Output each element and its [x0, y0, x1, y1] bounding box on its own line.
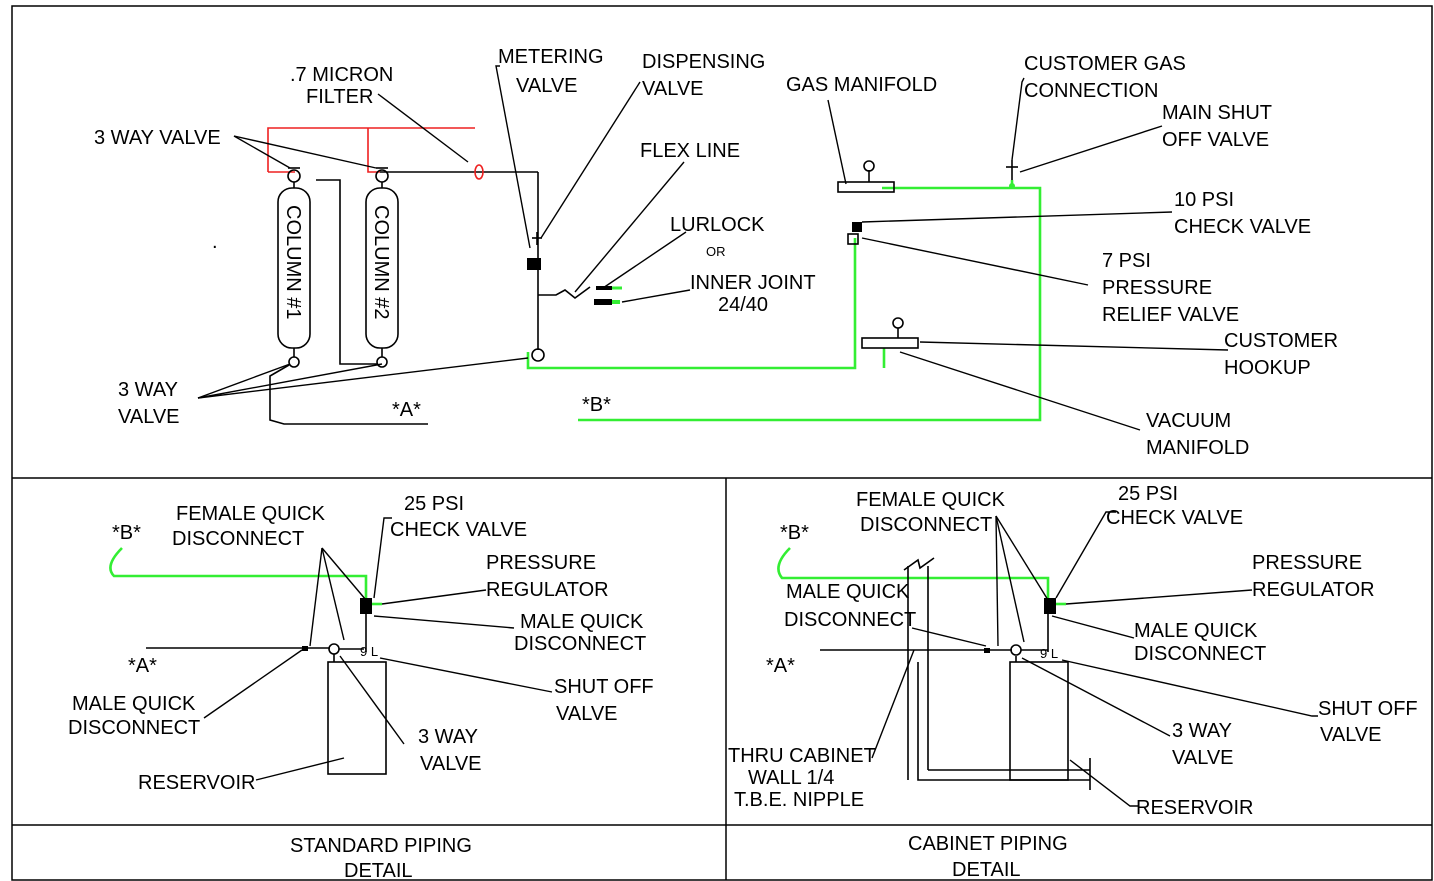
vacuum-manifold-symbol: [861, 317, 919, 349]
std-pressure-regulator-label: PRESSURE: [486, 552, 596, 574]
cab-marker-b-label: *B*: [780, 522, 809, 544]
cab-check-valve-label: 25 PSI: [1118, 483, 1178, 505]
inner-joint-label: 24/40: [718, 294, 768, 316]
svg-text:.: .: [212, 231, 218, 253]
three-way-valve-bottom-label: VALVE: [118, 406, 180, 428]
cab-thru-cabinet-label: T.B.E. NIPPLE: [734, 789, 864, 811]
dispensing-valve-label: VALVE: [642, 78, 704, 100]
diagram-frame: [11, 5, 1433, 881]
std-caption: STANDARD PIPING: [290, 835, 472, 857]
cab-female-qd-label: FEMALE QUICK: [856, 489, 1006, 511]
relief-valve-7psi-label: RELIEF VALVE: [1102, 304, 1239, 326]
column-2: [365, 167, 399, 368]
cab-pressure-regulator-label: PRESSURE: [1252, 552, 1362, 574]
cabinet-piping-detail: 9 L: [777, 547, 1091, 790]
cabinet-labels: FEMALE QUICK DISCONNECT 25 PSI CHECK VAL…: [728, 483, 1418, 881]
std-check-valve-label: CHECK VALVE: [390, 519, 527, 541]
marker-b-label: *B*: [582, 394, 611, 416]
standard-piping-detail: 9 L: [109, 547, 387, 775]
customer-gas-connection-label: CONNECTION: [1024, 80, 1158, 102]
standard-leaders: [203, 517, 553, 781]
cab-pressure-regulator-label: REGULATOR: [1252, 579, 1375, 601]
marker-a-label: *A*: [392, 399, 421, 421]
column-2-label: COLUMN #2: [370, 205, 392, 319]
std-male-qd-right-label: DISCONNECT: [514, 633, 646, 655]
micron-filter-label: FILTER: [306, 86, 373, 108]
main-shut-off-valve-label: OFF VALVE: [1162, 129, 1269, 151]
cab-three-way-valve-label: 3 WAY: [1172, 720, 1232, 742]
check-valve-10psi-label: 10 PSI: [1174, 189, 1234, 211]
metering-line: [527, 172, 591, 362]
std-male-qd-right-label: MALE QUICK: [520, 611, 644, 633]
std-caption: DETAIL: [344, 860, 413, 881]
metering-valve-label: METERING: [498, 46, 604, 68]
customer-hookup-label: HOOKUP: [1224, 357, 1311, 379]
cab-male-qd-right-label: DISCONNECT: [1134, 643, 1266, 665]
micron-filter-label: .7 MICRON: [290, 64, 393, 86]
relief-valve-7psi-label: PRESSURE: [1102, 277, 1212, 299]
cab-caption: DETAIL: [952, 859, 1021, 881]
cab-thru-cabinet-label: THRU CABINET: [728, 745, 876, 767]
vacuum-manifold-label: MANIFOLD: [1146, 437, 1249, 459]
cab-shut-off-valve-label: VALVE: [1320, 724, 1382, 746]
std-reservoir-label: RESERVOIR: [138, 772, 255, 794]
connectors: [594, 286, 622, 305]
vacuum-manifold-label: VACUUM: [1146, 410, 1231, 432]
cab-thru-cabinet-label: WALL 1/4: [748, 767, 834, 789]
std-check-valve-label: 25 PSI: [404, 493, 464, 515]
cab-reservoir-label: RESERVOIR: [1136, 797, 1253, 819]
std-shut-off-valve-label: SHUT OFF: [554, 676, 654, 698]
top-labels: .7 MICRON FILTER METERING VALVE DISPENSI…: [94, 46, 1338, 459]
cab-caption: CABINET PIPING: [908, 833, 1068, 855]
three-way-valve-bottom-label: 3 WAY: [118, 379, 178, 401]
cab-check-valve-label: CHECK VALVE: [1106, 507, 1243, 529]
lurlock-label: LURLOCK: [670, 214, 765, 236]
metering-valve-label: VALVE: [516, 75, 578, 97]
std-female-qd-label: DISCONNECT: [172, 528, 304, 550]
cab-three-way-valve-label: VALVE: [1172, 747, 1234, 769]
svg-text:9 L: 9 L: [1040, 646, 1058, 661]
cab-male-qd-left-label: DISCONNECT: [784, 609, 916, 631]
standard-labels: FEMALE QUICK DISCONNECT 25 PSI CHECK VAL…: [68, 493, 654, 881]
micron-filter-symbol: [474, 164, 484, 180]
column-1-label: COLUMN #1: [282, 205, 304, 319]
flex-line-label: FLEX LINE: [640, 140, 740, 162]
main-shut-off-valve-label: MAIN SHUT: [1162, 102, 1272, 124]
or-label: OR: [706, 244, 726, 259]
three-way-valve-top-label: 3 WAY VALVE: [94, 127, 221, 149]
std-female-qd-label: FEMALE QUICK: [176, 503, 326, 525]
relief-valve-7psi-label: 7 PSI: [1102, 250, 1151, 272]
std-three-way-valve-label: 3 WAY: [418, 726, 478, 748]
top-leaders: [197, 65, 1229, 431]
std-three-way-valve-label: VALVE: [420, 753, 482, 775]
purifier-columns: COLUMN #1 COLUMN #2 .: [212, 127, 538, 425]
check-valve-10psi-label: CHECK VALVE: [1174, 216, 1311, 238]
std-marker-b-label: *B*: [112, 522, 141, 544]
dispensing-valve-label: DISPENSING: [642, 51, 765, 73]
main-shutoff-symbol: [1006, 160, 1018, 189]
std-pressure-regulator-label: REGULATOR: [486, 579, 609, 601]
inner-joint-label: INNER JOINT: [690, 272, 816, 294]
cab-marker-a-label: *A*: [766, 655, 795, 677]
customer-gas-connection-label: CUSTOMER GAS: [1024, 53, 1186, 75]
std-male-qd-left-label: DISCONNECT: [68, 717, 200, 739]
cab-male-qd-left-label: MALE QUICK: [786, 581, 910, 603]
std-shut-off-valve-label: VALVE: [556, 703, 618, 725]
svg-text:9 L: 9 L: [360, 644, 378, 659]
gas-manifold-symbol: [837, 160, 895, 245]
std-male-qd-left-label: MALE QUICK: [72, 693, 196, 715]
cabinet-leaders: [871, 511, 1318, 807]
cab-male-qd-right-label: MALE QUICK: [1134, 620, 1258, 642]
cab-shut-off-valve-label: SHUT OFF: [1318, 698, 1418, 720]
column-1: [277, 167, 311, 368]
cab-female-qd-label: DISCONNECT: [860, 514, 992, 536]
gas-manifold-label: GAS MANIFOLD: [786, 74, 937, 96]
std-marker-a-label: *A*: [128, 655, 157, 677]
customer-hookup-label: CUSTOMER: [1224, 330, 1338, 352]
